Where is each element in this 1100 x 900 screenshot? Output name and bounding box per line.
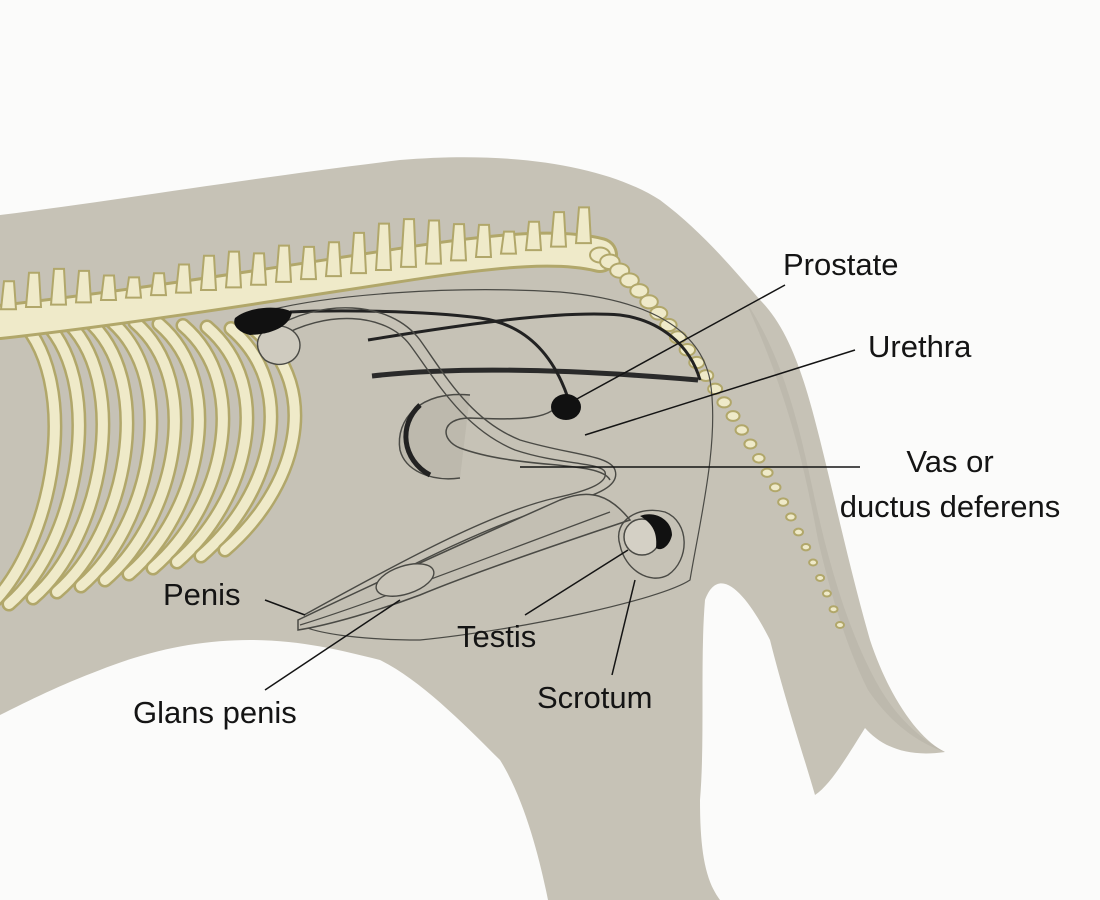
ureter-line-2 [289,309,570,399]
label-testis: Testis [457,619,536,654]
tail-vertebra [800,543,812,552]
tail-vertebra [659,317,678,333]
vertebra-process [349,231,368,275]
label-vas-line2: ductus deferens [840,489,1061,524]
rib-highlight [76,316,156,591]
rib-highlight [52,314,132,597]
rib-highlight [124,319,204,579]
tail-vertebra [629,283,650,299]
tail-vertebra [815,573,826,582]
tail-vertebra [777,497,790,507]
vertebra-process [424,219,443,265]
leader-lines [264,284,860,691]
vertebra-process [499,230,518,255]
label-prostate: Prostate [783,247,898,282]
rib-highlight [0,310,60,603]
vertebra-process [449,223,468,262]
tail-vertebra [760,467,774,478]
vertebra-process [24,271,43,308]
penis-shaft [297,493,632,631]
tail-vertebra [793,527,805,537]
vertebra-process [124,276,143,299]
tail-vertebra [828,605,839,614]
scrotum-outline [617,509,685,579]
label-vas-line1: Vas or [906,444,993,479]
rib-highlight [4,311,84,609]
leader-prostate [574,284,786,401]
leader-glans [264,599,401,691]
vertebra-process [549,211,568,248]
leader-urethra [584,349,856,436]
rib-highlight [148,320,228,573]
vertebra-process [299,245,318,281]
rectum-line [371,367,699,383]
adrenal-gland [234,307,292,335]
vertebra-process [199,254,218,292]
vertebra-process [74,269,93,304]
leader-testis [524,549,629,616]
vertebra-process [374,222,393,272]
prostate-gland [551,394,581,420]
ureter-line [367,312,702,381]
vertebra-process [174,263,193,294]
vertebra-process [49,267,68,306]
vas-deferens-tube [269,307,617,623]
tail-vertebra [808,558,819,567]
vertebra-process [0,280,18,311]
label-glans-penis: Glans penis [133,695,297,730]
vertebra-process [224,250,243,289]
tail-vertebra [785,512,797,522]
vertebra-process [99,274,118,301]
tail-vertebra [821,589,832,598]
rib-highlight [100,317,180,585]
spine [0,206,618,340]
leader-penis [264,599,306,616]
vertebra-process [274,244,293,283]
bladder [398,393,471,480]
kidney [256,325,301,365]
bladder-dark-edge [403,403,432,478]
vertebra-process [474,223,493,258]
vas-deferens-tube-inner [277,317,606,616]
vertebra-process [249,252,268,286]
tail-vertebra [768,482,782,493]
vertebra-process [324,241,343,278]
label-penis: Penis [163,577,241,612]
tail-vertebra [649,305,669,321]
epididymis [640,514,672,550]
abdomen-outline [269,289,714,641]
label-urethra: Urethra [868,329,972,364]
vertebra-process [149,272,168,297]
tail-vertebra [639,294,659,310]
rib-cage [0,307,303,612]
rib-highlight [172,322,252,567]
tail-hair [745,300,945,752]
vertebra-process [399,218,418,268]
label-scrotum: Scrotum [537,680,652,715]
tail-vertebra [716,396,732,409]
glans-penis-shape [375,563,435,597]
tail-vertebra [752,452,766,464]
tail-vertebra [834,621,845,629]
tail-vertebra [743,438,758,450]
rib-highlight [196,323,276,561]
leader-scrotum [611,579,636,676]
tail-vertebra [725,410,741,422]
rib-highlight [28,313,108,603]
tail-vertebra [734,424,750,436]
tail-vertebra [619,272,640,289]
vertebra-process [574,206,593,245]
urethra-tube [445,399,611,481]
reproductive-tract [234,289,714,641]
penis-line [299,511,611,626]
vertebra-process [524,220,543,252]
